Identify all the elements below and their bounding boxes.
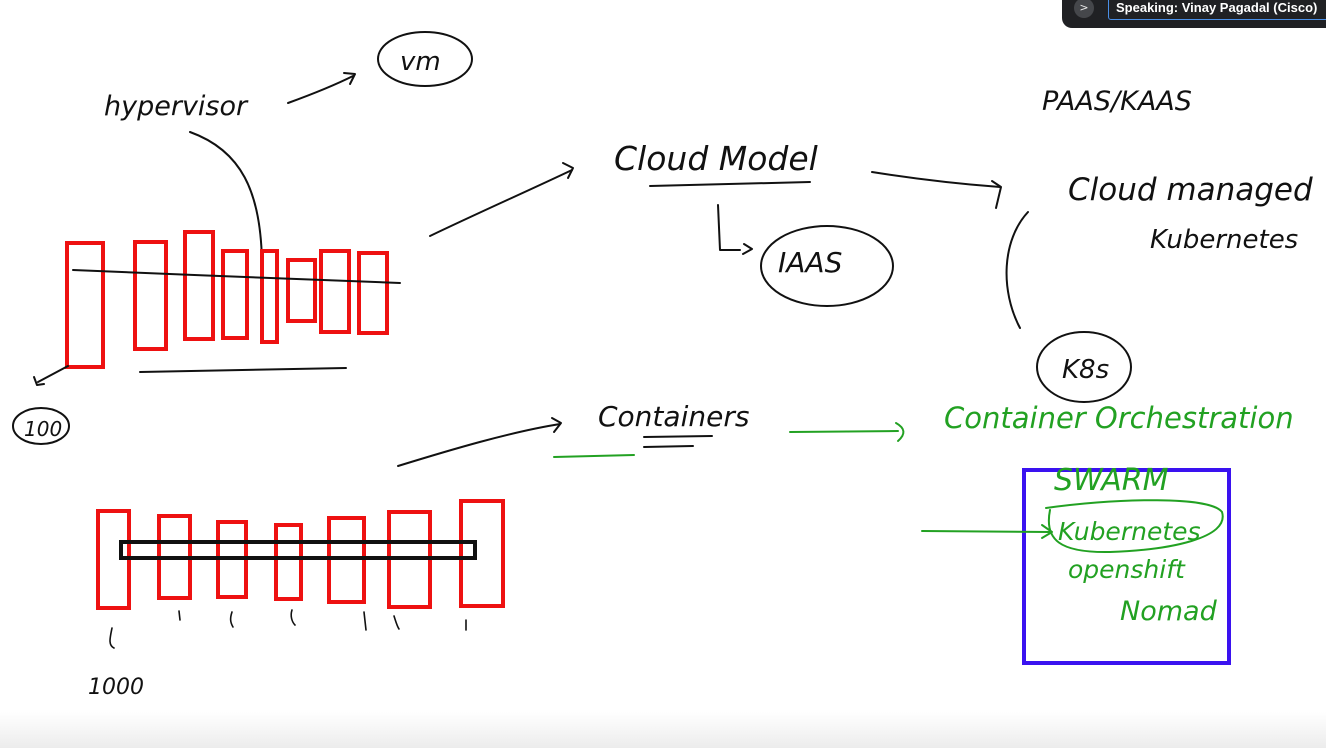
arrow-to-managed xyxy=(871,171,1001,188)
tick xyxy=(363,611,367,631)
arrowhead xyxy=(895,422,905,442)
tick xyxy=(393,615,400,630)
count-vms-label: 100 xyxy=(24,417,62,441)
underline xyxy=(643,445,694,448)
vm-bar xyxy=(183,230,215,341)
chevron-right-icon[interactable]: > xyxy=(1074,0,1094,18)
iaas-label: IAAS xyxy=(778,246,842,279)
vm-bar xyxy=(260,249,279,344)
speaker-name: Vinay Pagadal (Cisco) xyxy=(1181,0,1318,15)
vm-bars xyxy=(65,230,389,369)
underline xyxy=(643,435,713,438)
container-orchestration-label: Container Orchestration xyxy=(944,401,1294,435)
count-circle xyxy=(12,407,70,445)
arrowhead xyxy=(551,417,562,433)
iaas-circle xyxy=(760,225,894,307)
arrow-to-cloud-model xyxy=(429,169,573,237)
active-speaker-label: Speaking: Vinay Pagadal (Cisco) xyxy=(1108,0,1326,20)
container-bar xyxy=(459,499,505,608)
vm-bar xyxy=(65,241,105,369)
count-containers-label: 1000 xyxy=(88,675,144,700)
kaas-group: PAAS/KAAS Cloud managed Kubernetes K8s xyxy=(1005,86,1313,403)
underline xyxy=(139,367,347,373)
arrowhead xyxy=(742,243,753,255)
orchestration-group: Container Orchestration SWARM Kubernetes… xyxy=(789,401,1294,665)
orchestrator-swarm: SWARM xyxy=(1054,463,1169,498)
orchestrators-box xyxy=(1022,468,1231,665)
paas-kaas-label: PAAS/KAAS xyxy=(1042,86,1192,117)
vm-bar xyxy=(286,258,317,323)
vm-circle xyxy=(377,31,473,87)
container-bars xyxy=(96,499,505,610)
pointer-100 xyxy=(37,365,69,383)
arrow-to-containers xyxy=(397,423,561,467)
orchestrator-nomad: Nomad xyxy=(1120,596,1218,627)
orchestrator-openshift: openshift xyxy=(1068,555,1186,584)
green-pointer xyxy=(921,530,1051,533)
tick xyxy=(290,609,296,626)
containers-label: Containers xyxy=(598,400,749,433)
tick xyxy=(229,611,234,628)
cloud-managed-label: Cloud managed xyxy=(1068,172,1313,208)
tick xyxy=(109,627,115,649)
bottom-shadow xyxy=(0,712,1326,748)
hypervisor-line xyxy=(72,269,401,284)
k8s-label: K8s xyxy=(1062,355,1109,385)
tick xyxy=(178,610,181,621)
hypervisor-label: hypervisor xyxy=(104,91,249,122)
green-arrow xyxy=(789,430,899,433)
vm-group: vm hypervisor 100 xyxy=(12,31,473,445)
orchestrator-kubernetes: Kubernetes xyxy=(1058,517,1201,546)
arrow-hypervisor-vm xyxy=(287,75,354,104)
vm-bar xyxy=(357,251,389,335)
vm-label: vm xyxy=(400,47,441,77)
branch-iaas xyxy=(717,204,741,251)
arrowhead xyxy=(991,180,1002,209)
container-runtime-bar xyxy=(119,540,477,560)
container-bar xyxy=(274,523,303,601)
containers-group: Containers 1000 xyxy=(88,400,749,700)
arrowhead xyxy=(1041,524,1053,539)
arrowhead xyxy=(562,162,574,179)
green-underline xyxy=(553,454,635,458)
arrowhead xyxy=(343,72,356,85)
arrowhead xyxy=(33,376,45,386)
k8s-circle xyxy=(1036,331,1132,403)
vm-bar xyxy=(319,249,351,334)
cloud-model-group: Cloud Model IAAS xyxy=(429,139,1002,307)
kubernetes-circle xyxy=(1045,499,1224,554)
tick-marks xyxy=(109,609,467,649)
speaker-indicator-bar: > Speaking: Vinay Pagadal (Cisco) xyxy=(1062,0,1326,28)
underline xyxy=(649,181,811,187)
vm-bar xyxy=(133,240,168,351)
hypervisor-pointer xyxy=(189,131,263,269)
cloud-model-label: Cloud Model xyxy=(614,139,818,178)
vm-bar xyxy=(221,249,249,340)
arrow-k8s-to-managed xyxy=(1005,211,1029,329)
speaking-prefix: Speaking: xyxy=(1116,0,1179,15)
kubernetes-label: Kubernetes xyxy=(1150,225,1298,255)
